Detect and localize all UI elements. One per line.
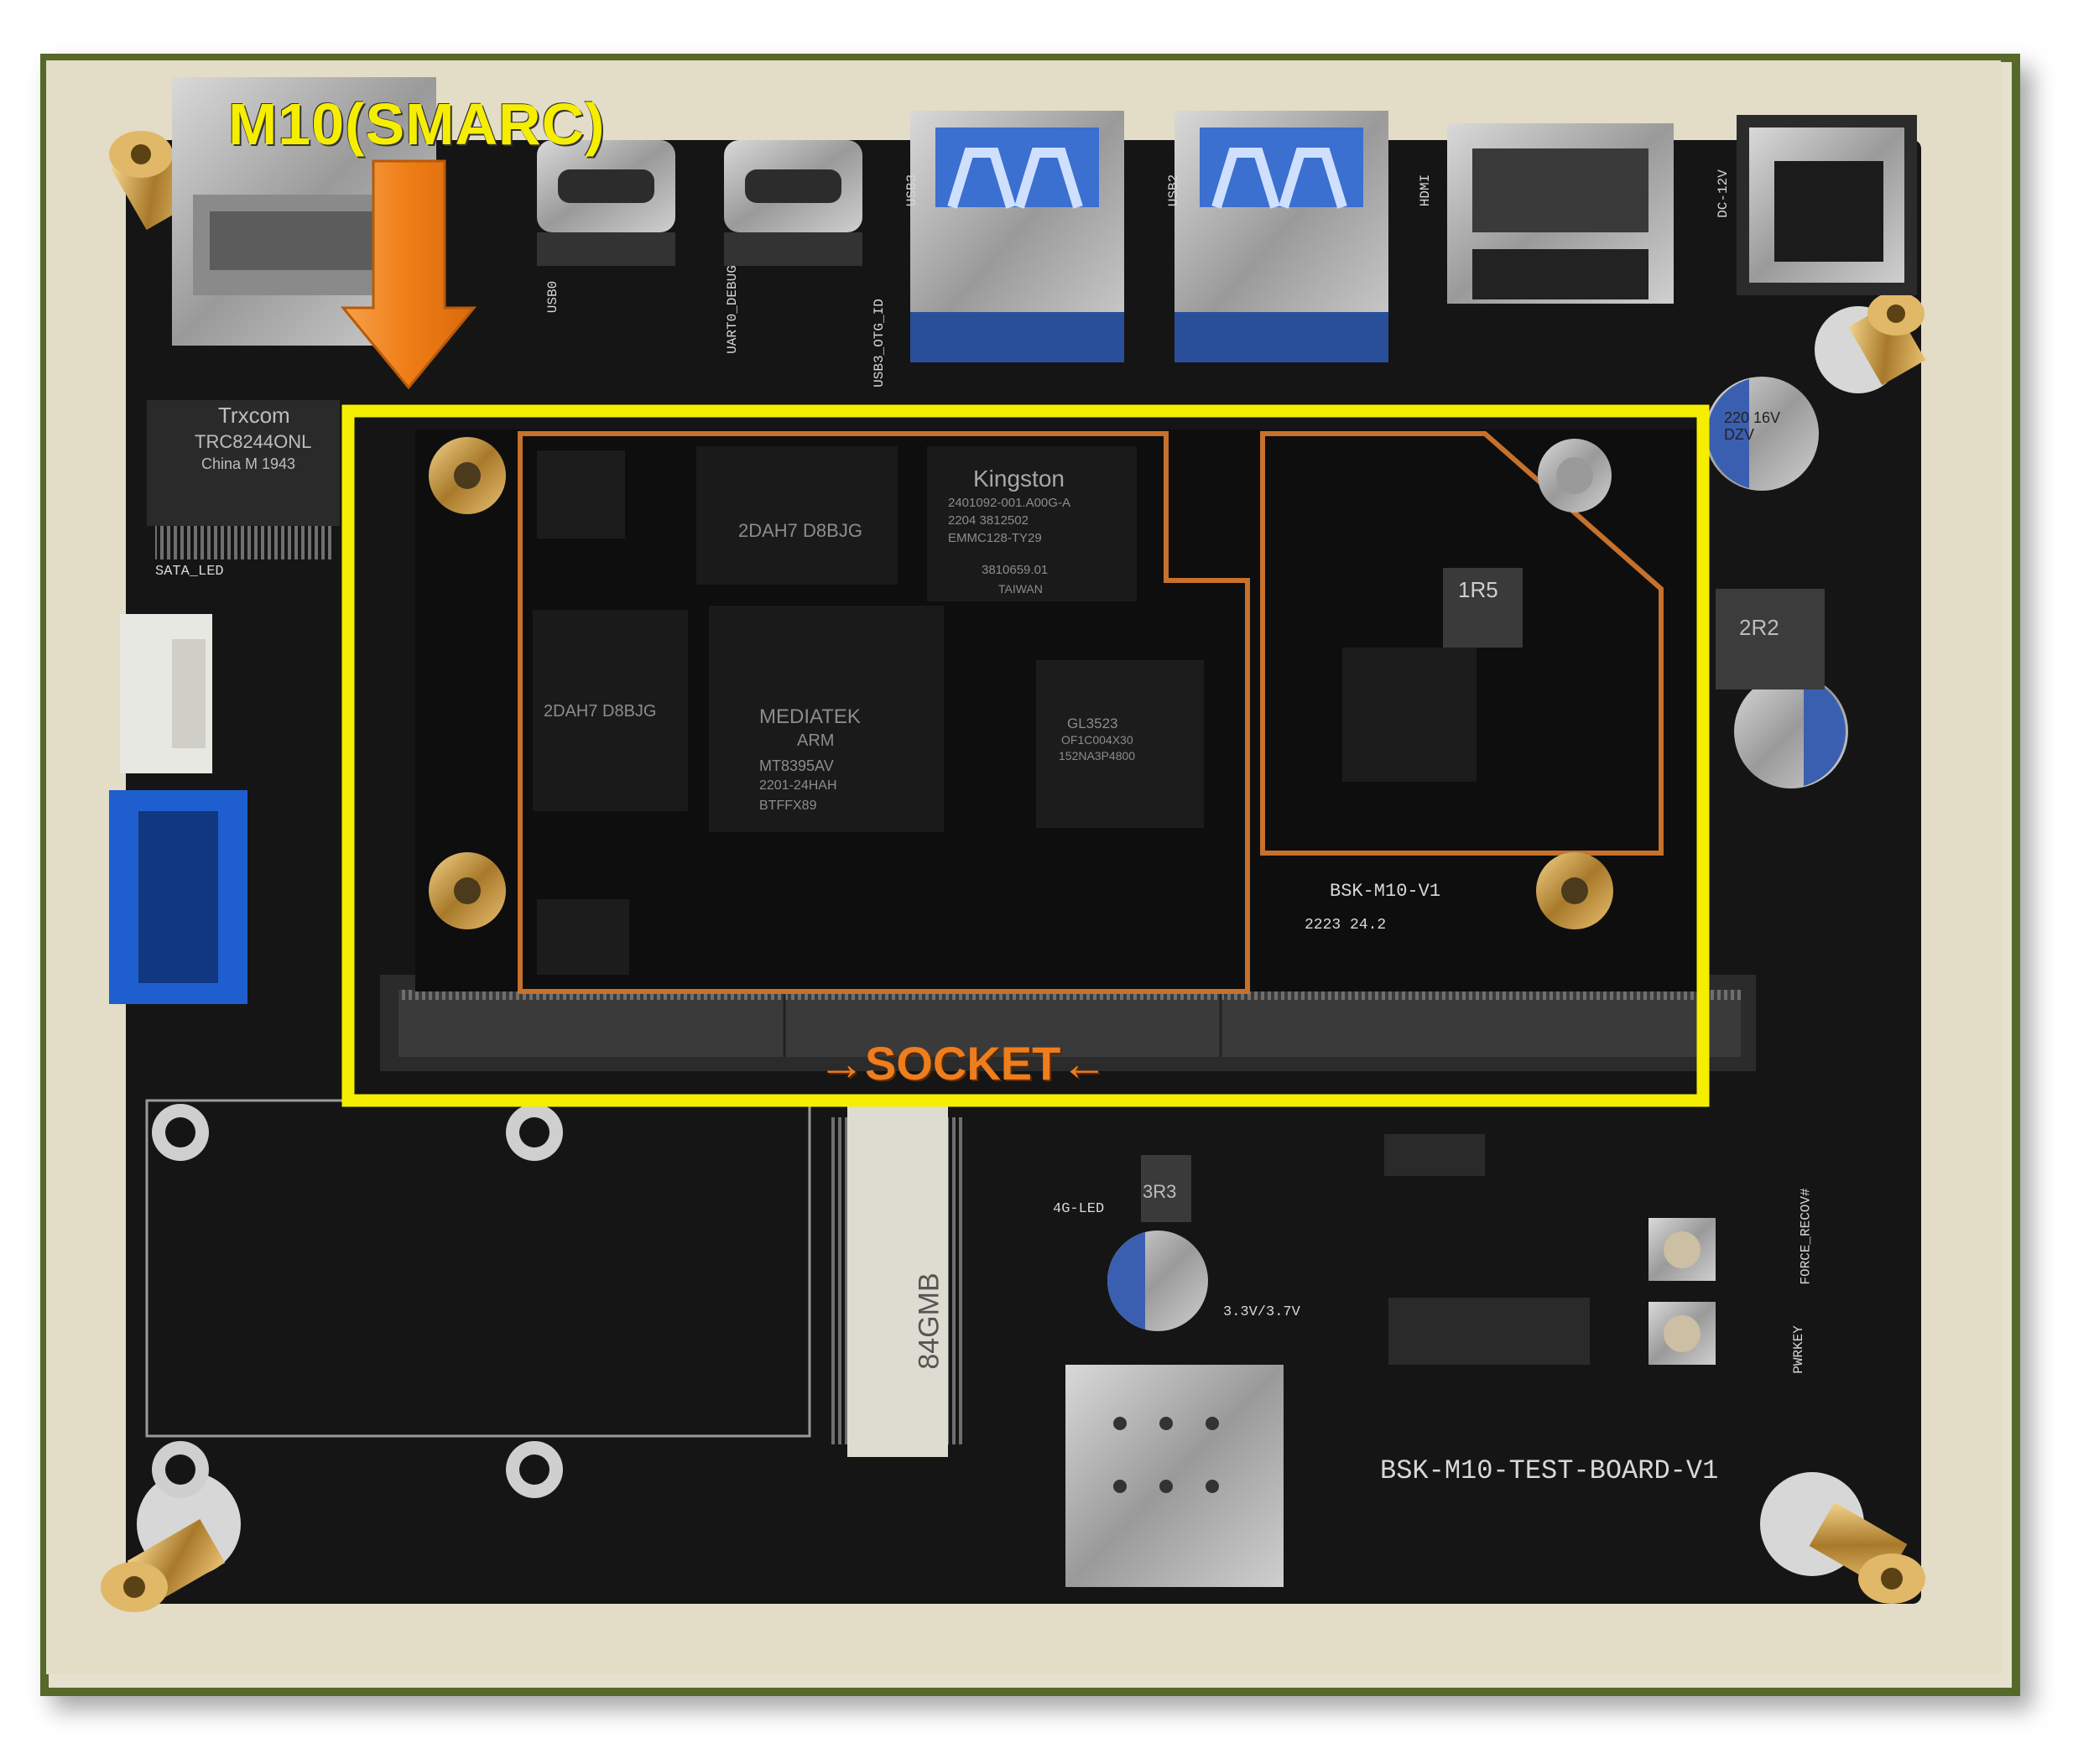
emmc-line5: TAIWAN [998, 582, 1043, 596]
module-callout-label: M10(SMARC) [228, 91, 606, 157]
sata-connector [109, 790, 247, 1004]
button-pwrkey [1648, 1302, 1716, 1365]
mount-hole-br [1536, 852, 1613, 929]
soc-line4: 2201-24HAH [759, 778, 837, 793]
usb-c-port-usb0 [537, 140, 675, 266]
hdmi-port [1447, 123, 1674, 304]
lpddr-chip-2 [533, 610, 688, 811]
silk-hdmi: HDMI [1418, 174, 1434, 207]
silk-module-rev: 2223 24.2 [1305, 917, 1387, 934]
button-force-recov [1648, 1218, 1716, 1281]
standoff-bottom-right [1760, 1472, 1925, 1604]
mount-hole-tl [429, 437, 506, 514]
electrolytic-cap-top [1705, 377, 1819, 491]
audio-chip [537, 899, 629, 975]
inductor-3r3-marking: 3R3 [1143, 1181, 1177, 1202]
mount-screw-tr [1538, 439, 1612, 513]
emmc-chip [927, 446, 1137, 601]
soc-line1: MEDIATEK [759, 705, 861, 728]
silk-board-name: BSK-M10-TEST-BOARD-V1 [1380, 1455, 1719, 1486]
eth-model: TRC8244ONL [195, 431, 312, 452]
silk-usb2: USB2 [1166, 174, 1182, 207]
inductor-3r3 [1141, 1155, 1191, 1222]
soc-line5: BTFFX89 [759, 799, 817, 813]
electrolytic-cap-right [1734, 674, 1848, 788]
eth-origin: China M 1943 [201, 455, 296, 472]
bridge-line2: OF1C004X30 [1061, 733, 1133, 747]
silk-otg: USB3_OTG_ID [871, 299, 887, 388]
emmc-brand: Kingston [973, 466, 1065, 492]
board-photo [46, 60, 2001, 1674]
silk-usb0: USB0 [545, 280, 561, 314]
silk-voltage: 3.3V/3.7V [1223, 1304, 1300, 1320]
smarc-module [415, 429, 1707, 994]
inductor-1r5-marking: 1R5 [1458, 577, 1498, 602]
usb3-port-usb3 [910, 111, 1124, 362]
usb-c-port-uart-debug [724, 140, 862, 266]
soc-line2: ARM [797, 731, 835, 750]
dc-power-jack [1737, 115, 1917, 295]
usb-hub-chip [1036, 660, 1204, 828]
mount-hole-bl [429, 852, 506, 929]
m2-connector [831, 1105, 965, 1457]
ram-1-marking: 2DAH7 D8BJG [738, 520, 862, 541]
wifi-chip [1342, 648, 1477, 782]
bridge-line3: 152NA3P4800 [1059, 749, 1136, 762]
sim-card-slot [1065, 1365, 1284, 1587]
pmic-chip [537, 450, 625, 539]
highlight-box [341, 404, 1710, 1107]
arrow-down-icon [340, 159, 477, 390]
inductor-2r2 [1716, 589, 1825, 689]
standoff-top-right [1815, 292, 1926, 393]
inductor-2r2-marking: 2R2 [1739, 615, 1779, 640]
standoff-bottom-left [101, 1472, 241, 1612]
eth-brand: Trxcom [218, 403, 290, 428]
lpddr-chip-1 [696, 446, 898, 585]
pin-header-gpio [1388, 1298, 1590, 1365]
pin-header-boot [1384, 1134, 1485, 1176]
silk-uart-debug: UART0_DEBUG [724, 265, 740, 354]
inductor-1r5 [1443, 568, 1523, 648]
silk-pwrkey: PWRKEY [1790, 1325, 1806, 1374]
bridge-line1: GL3523 [1067, 715, 1118, 731]
silk-4g-led: 4G-LED [1053, 1201, 1105, 1217]
electrolytic-cap-bottom [1107, 1231, 1208, 1331]
ethernet-transformer-chip [147, 400, 340, 559]
emmc-line3: EMMC128-TY29 [948, 531, 1042, 545]
cap-marking: 220 16V DZV [1724, 409, 1781, 443]
standoff-holes-m2 [152, 1104, 563, 1498]
socket-callout-label: →SOCKET← [818, 1037, 1108, 1090]
silk-dc: DC-12V [1715, 169, 1731, 218]
m2-marking: 84GMB [913, 1272, 945, 1370]
silk-module-name: BSK-M10-V1 [1330, 881, 1441, 902]
ram-2-marking: 2DAH7 D8BJG [544, 702, 657, 721]
emmc-line2: 2204 3812502 [948, 513, 1029, 528]
silk-sata-led: SATA_LED [155, 564, 224, 580]
emmc-line4: 3810659.01 [982, 563, 1049, 577]
silk-usb3: USB3 [904, 174, 920, 207]
soc-chip [709, 606, 944, 832]
usb3-port-usb2 [1175, 111, 1388, 362]
emmc-line1: 2401092-001.A00G-A [948, 496, 1070, 510]
soc-line3: MT8395AV [759, 757, 834, 774]
silk-force-recov: FORCE_RECOV# [1798, 1188, 1814, 1285]
power-connector-white [120, 614, 212, 773]
